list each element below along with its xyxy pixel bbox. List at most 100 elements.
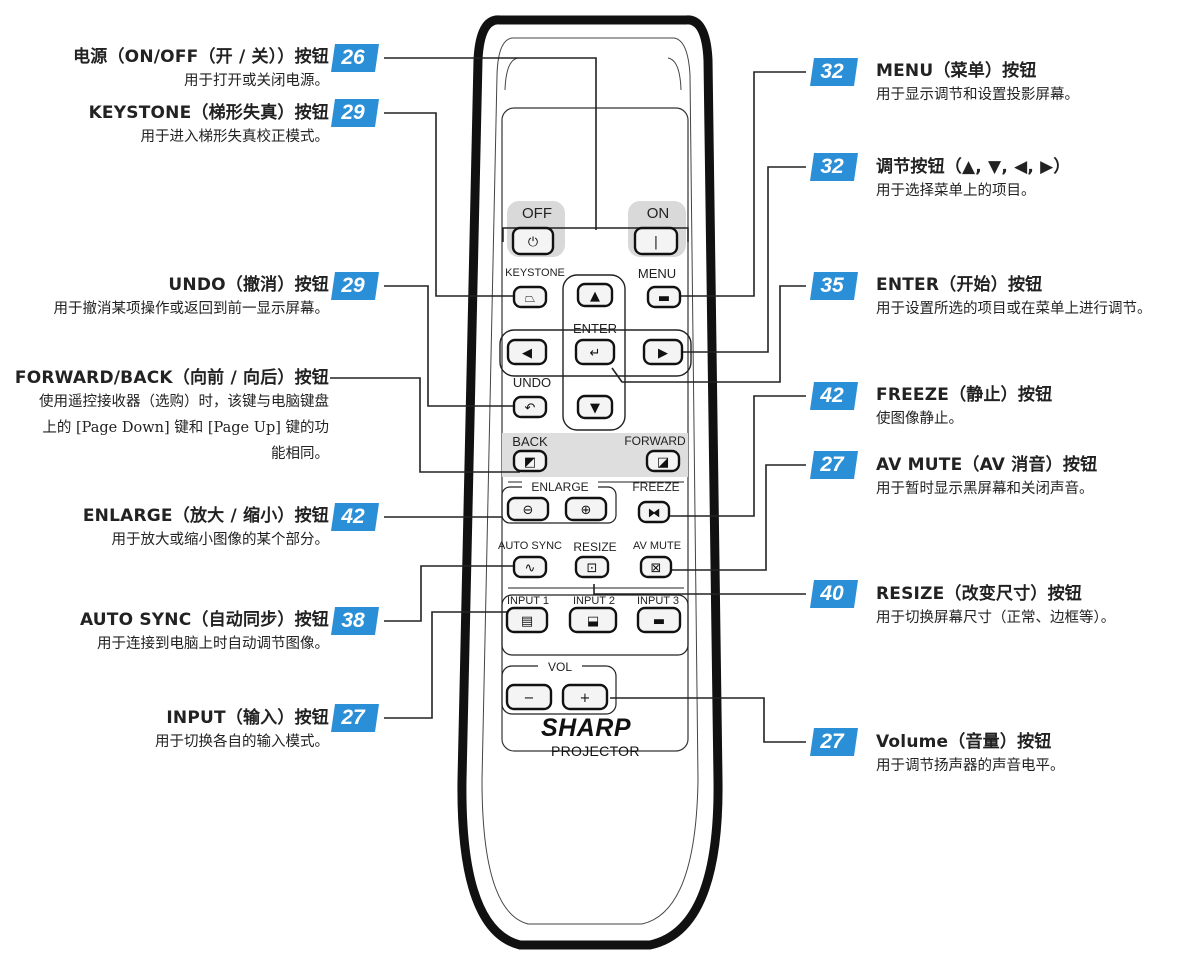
page-badge-adjust: 32	[810, 153, 858, 181]
annotation-undo: UNDO（撤消）按钮 用于撤消某项操作或返回到前一显示屏幕。	[19, 274, 330, 322]
annotation-adjust-title: 调节按钮（▲, ▼, ◀, ▶）	[876, 157, 1071, 177]
remote-label-undo: UNDO	[512, 375, 552, 390]
annotation-input-title: INPUT（输入）按钮	[166, 708, 329, 728]
remote-label-off: OFF	[522, 205, 552, 222]
left-glyph-icon: ◀	[522, 346, 532, 361]
annotation-adjust: 调节按钮（▲, ▼, ◀, ▶） 用于选择菜单上的项目。	[876, 156, 1181, 204]
annotation-autosync-desc: 用于连接到电脑上时自动调节图像。	[97, 636, 329, 652]
remote-label-autosync: AUTO SYNC	[498, 540, 562, 552]
remote-label-avmute: AV MUTE	[632, 540, 682, 552]
annotation-power-desc: 用于打开或关闭电源。	[184, 73, 329, 89]
enlarge-minus-button[interactable]: ⊖	[506, 496, 550, 522]
keystone-button[interactable]: ⏢	[512, 285, 548, 309]
annotation-forward-back-desc: 使用遥控接收器（选购）时，该键与电脑键盘上的 [Page Down] 键和 [P…	[39, 394, 329, 462]
menu-button[interactable]: ▬	[646, 285, 682, 309]
up-button[interactable]: ▲	[576, 282, 614, 308]
annotation-power-title: 电源（ON/OFF（开 / 关））按钮	[73, 47, 329, 67]
page-badge-enlarge-number: 42	[341, 505, 365, 528]
remote-model-label: PROJECTOR	[551, 743, 640, 759]
power-on-button[interactable]: |	[633, 226, 679, 256]
remote-label-forward: FORWARD	[624, 434, 686, 448]
annotation-avmute-title: AV MUTE（AV 消音）按钮	[876, 455, 1098, 475]
power-off-button[interactable]: ⏻	[511, 226, 555, 256]
remote-label-menu: MENU	[637, 266, 677, 281]
page-badge-enlarge: 42	[331, 503, 379, 531]
remote-body-inner	[481, 37, 699, 925]
remote-label-resize: RESIZE	[573, 540, 617, 554]
enlarge-plus-button[interactable]: ⊕	[564, 496, 608, 522]
undo-glyph-icon: ↶	[525, 401, 536, 416]
remote-panel-frame	[501, 107, 689, 752]
input3-button[interactable]: ▬	[636, 606, 682, 634]
page-badge-freeze: 42	[810, 382, 858, 410]
annotation-freeze: FREEZE（静止）按钮 使图像静止。	[876, 384, 1181, 432]
annotation-volume: Volume（音量）按钮 用于调节扬声器的声音电平。	[876, 731, 1181, 779]
freeze-button[interactable]: ⧓	[637, 500, 671, 524]
annotation-forward-back-title: FORWARD/BACK（向前 / 向后）按钮	[14, 368, 329, 388]
remote-label-freeze: FREEZE	[632, 480, 680, 494]
avmute-button[interactable]: ⊠	[639, 555, 673, 579]
enlarge-minus-glyph-icon: ⊖	[523, 503, 534, 518]
power-on-glyph-icon: |	[654, 235, 658, 250]
page-badge-enter-number: 35	[820, 274, 844, 297]
page-badge-avmute: 27	[810, 451, 858, 479]
annotation-input-desc: 用于切换各自的输入模式。	[155, 734, 329, 750]
autosync-button[interactable]: ∿	[512, 555, 548, 579]
resize-button[interactable]: ⊡	[574, 555, 610, 579]
annotation-volume-desc: 用于调节扬声器的声音电平。	[876, 758, 1065, 774]
page-badge-adjust-number: 32	[820, 155, 844, 178]
page-badge-undo-number: 29	[341, 274, 365, 297]
forward-glyph-icon: ◪	[657, 455, 669, 470]
annotation-avmute: AV MUTE（AV 消音）按钮 用于暂时显示黑屏幕和关闭声音。	[876, 454, 1181, 502]
remote-brand-logo: SHARP	[541, 714, 632, 742]
remote-label-back: BACK	[512, 434, 548, 449]
page-badge-volume-number: 27	[820, 730, 844, 753]
page-badge-resize-number: 40	[820, 582, 844, 605]
input2-button[interactable]: ⬓	[568, 606, 618, 634]
forward-button[interactable]: ◪	[645, 449, 681, 473]
annotation-enlarge-desc: 用于放大或缩小图像的某个部分。	[111, 532, 330, 548]
page-badge-input-number: 27	[341, 706, 365, 729]
annotation-enter: ENTER（开始）按钮 用于设置所选的项目或在菜单上进行调节。	[876, 274, 1176, 322]
input1-button[interactable]: ▤	[505, 606, 549, 634]
page-badge-avmute-number: 27	[820, 453, 844, 476]
down-button[interactable]: ▼	[576, 394, 614, 420]
page-badge-menu: 32	[810, 58, 858, 86]
page-badge-input: 27	[331, 704, 379, 732]
remote-label-input3: INPUT 3	[637, 595, 679, 607]
page-badge-keystone: 29	[331, 99, 379, 127]
remote-label-input1: INPUT 1	[507, 595, 549, 607]
volume-up-button[interactable]: +	[561, 683, 609, 711]
undo-button[interactable]: ↶	[512, 395, 548, 419]
annotation-adjust-desc: 用于选择菜单上的项目。	[876, 183, 1036, 199]
resize-glyph-icon: ⊡	[587, 561, 598, 576]
page-badge-keystone-number: 29	[341, 101, 365, 124]
annotation-enter-title: ENTER（开始）按钮	[876, 275, 1043, 295]
volume-down-glyph-icon: −	[524, 691, 535, 706]
annotation-resize-desc: 用于切换屏幕尺寸（正常、边框等）。	[876, 610, 1116, 626]
annotation-menu: MENU（菜单）按钮 用于显示调节和设置投影屏幕。	[876, 60, 1181, 108]
input1-glyph-icon: ▤	[521, 614, 533, 629]
volume-up-glyph-icon: +	[580, 691, 591, 706]
annotation-input: INPUT（输入）按钮 用于切换各自的输入模式。	[0, 707, 329, 755]
power-off-glyph-icon: ⏻	[528, 235, 538, 250]
page-badge-enter: 35	[810, 272, 858, 300]
page-badge-volume: 27	[810, 728, 858, 756]
remote-label-enter: ENTER	[572, 321, 618, 336]
annotation-keystone: KEYSTONE（梯形失真）按钮 用于进入梯形失真校正模式。	[0, 102, 329, 150]
right-button[interactable]: ▶	[642, 338, 684, 366]
annotation-resize-title: RESIZE（改变尺寸）按钮	[876, 584, 1083, 604]
left-button[interactable]: ◀	[506, 338, 548, 366]
volume-down-button[interactable]: −	[505, 683, 553, 711]
annotation-power: 电源（ON/OFF（开 / 关））按钮 用于打开或关闭电源。	[0, 46, 329, 94]
back-button[interactable]: ◩	[512, 449, 548, 473]
annotation-enlarge-title: ENLARGE（放大 / 缩小）按钮	[82, 506, 329, 526]
annotation-volume-title: Volume（音量）按钮	[876, 732, 1052, 752]
remote-label-on: ON	[646, 205, 670, 222]
page-badge-power: 26	[331, 44, 379, 72]
remote-label-vol: VOL	[538, 660, 582, 674]
keystone-glyph-icon: ⏢	[525, 291, 536, 306]
enter-button[interactable]: ↵	[574, 338, 616, 366]
